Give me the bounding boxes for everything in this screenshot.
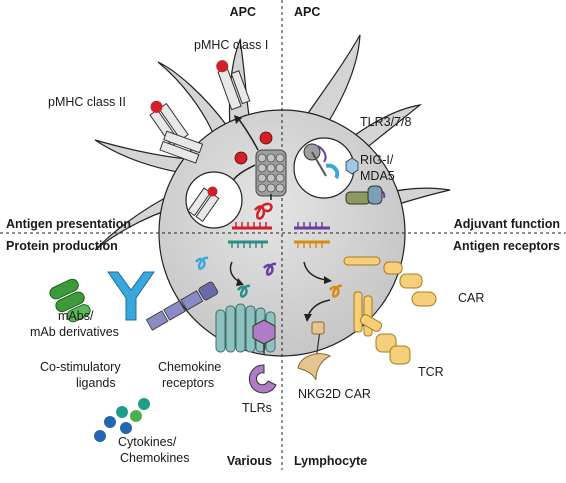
antigen-presentation-elements — [149, 60, 287, 230]
section-adjuvant-function: Adjuvant function — [454, 217, 560, 231]
adjuvant-function-elements — [293, 137, 386, 230]
label-tcr: TCR — [418, 365, 444, 379]
arrow — [237, 117, 259, 151]
label-rig-i-line2: MDA5 — [360, 169, 395, 183]
cytokine-cluster-icon — [94, 398, 150, 442]
label-pmhc-class-2: pMHC class II — [48, 95, 126, 109]
arrow — [303, 261, 327, 281]
label-chemokine-line1: Chemokine — [158, 360, 221, 374]
mrna-ticks — [231, 242, 263, 248]
protein-squiggle-blue — [195, 256, 209, 270]
protein-production-elements — [49, 240, 277, 442]
antibody-blue-icon — [107, 271, 155, 321]
label-nkg2d-car: NKG2D CAR — [298, 387, 371, 401]
footer-various: Various — [227, 454, 272, 468]
label-chemokine-line2: receptors — [162, 376, 214, 390]
label-cytokines-line2: Chemokines — [120, 451, 189, 465]
dendrite — [94, 189, 183, 251]
hexagon-marker — [345, 157, 359, 175]
protein-squiggle-purple — [263, 262, 277, 276]
peptide-dot — [259, 131, 273, 145]
label-tlrs: TLRs — [242, 401, 272, 415]
label-pmhc-class-1: pMHC class I — [194, 38, 268, 52]
mrna-ticks — [297, 242, 323, 248]
protein-squiggle-teal — [237, 284, 251, 298]
label-costim-line1: Co-stimulatory — [40, 360, 121, 374]
arrow — [307, 299, 331, 317]
section-antigen-receptors: Antigen receptors — [453, 239, 560, 253]
protein-squiggle-red — [254, 202, 273, 220]
peptide-dot — [234, 151, 248, 165]
nkg2d-car-icon — [297, 321, 332, 381]
tlr-surface-icon — [248, 319, 277, 394]
dendrite — [94, 139, 201, 176]
tlr-in-endosome — [303, 143, 340, 180]
rig-i-mda5-icon — [345, 185, 386, 205]
chemokine-receptor-icon — [215, 303, 276, 353]
tcr-icon — [353, 291, 411, 365]
antigen-receptor-elements — [294, 240, 437, 381]
mrna-ticks — [297, 222, 323, 228]
label-car: CAR — [458, 291, 484, 305]
mhc2-in-endosome — [187, 186, 220, 222]
dendrite — [157, 61, 231, 147]
endosome — [293, 137, 355, 199]
footer-lymphocyte: Lymphocyte — [294, 454, 367, 468]
car-icon — [343, 256, 437, 307]
label-cytokines-line1: Cytokines/ — [118, 435, 177, 449]
protein-squiggle-orange — [329, 284, 343, 298]
label-costim-line2: ligands — [76, 376, 116, 390]
mrna-ticks — [235, 222, 267, 228]
header-apc-right: APC — [294, 5, 320, 19]
pmhc-class-1-icon — [216, 60, 251, 111]
pmhc-class-2-icon — [159, 130, 204, 164]
proteasome-icon — [255, 149, 287, 197]
section-protein-production: Protein production — [6, 239, 118, 253]
antibody-green-icon — [49, 278, 91, 323]
label-mabs-line1: mAbs/ — [58, 309, 94, 323]
label-mabs-line2: mAb derivatives — [30, 325, 119, 339]
dendrite — [299, 34, 361, 136]
section-antigen-presentation: Antigen presentation — [6, 217, 131, 231]
label-tlr-3-7-8: TLR3/7/8 — [360, 115, 411, 129]
label-rig-i-line1: RIG-I/ — [360, 153, 394, 167]
costimulatory-ligand-icon — [145, 281, 218, 331]
header-apc-left: APC — [230, 5, 256, 19]
